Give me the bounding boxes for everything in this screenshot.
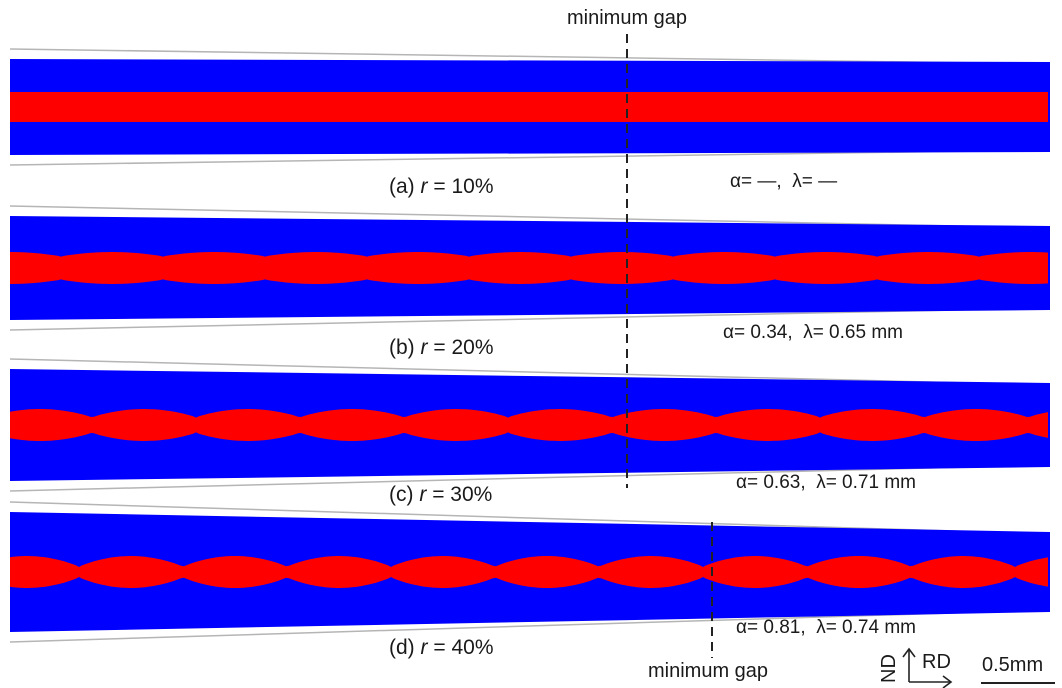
panel-c-inner-layer	[10, 409, 1048, 441]
panel-a-caption: (a) r = 10%	[389, 175, 494, 198]
panel-b-params: α= 0.34, λ= 0.65 mm	[723, 322, 903, 343]
panel-d-params: α= 0.81, λ= 0.74 mm	[736, 617, 916, 638]
panel-c-params: α= 0.63, λ= 0.71 mm	[736, 472, 916, 493]
panel-d-caption: (d) r = 40%	[389, 636, 494, 659]
panel-a-roll-bottom	[9, 149, 1051, 166]
panel-a-inner-layer	[10, 92, 1048, 122]
minimum-gap-label-top: minimum gap	[567, 7, 688, 29]
panel-b-roll-top	[9, 205, 1051, 229]
panel-d-inner-layer	[10, 556, 1048, 588]
rd-label: RD	[922, 651, 951, 673]
rd-arrow	[909, 675, 953, 688]
scale-bar-label: 0.5mm	[982, 654, 1044, 676]
panel-a-params: α= —, λ= —	[730, 171, 838, 192]
panel-b-caption: (b) r = 20%	[389, 336, 494, 359]
panel-c-roll-bottom	[9, 464, 1051, 492]
nd-label: ND	[877, 654, 900, 683]
panel-b-inner-layer	[10, 252, 1048, 284]
nd-arrow	[902, 647, 916, 682]
panel-c-caption: (c) r = 30%	[389, 483, 493, 506]
minimum-gap-label-bottom: minimum gap	[648, 660, 769, 682]
panel-c-roll-top	[9, 358, 1051, 386]
